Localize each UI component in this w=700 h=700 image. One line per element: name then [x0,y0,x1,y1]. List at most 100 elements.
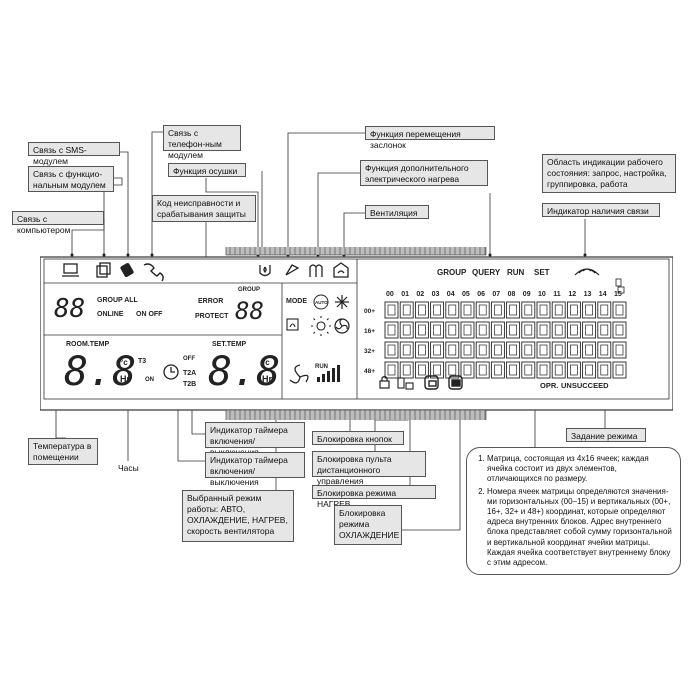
matrix-cell [521,321,536,339]
status-group: GROUP [437,268,467,277]
matrix-row-label: 00+ [364,308,375,315]
callout-ventilation: Вентиляция [365,205,429,219]
status-query: QUERY [472,268,501,277]
callout-modes: Выбранный режим работы: АВТО, ОХЛАЖДЕНИЕ… [182,490,294,542]
matrix-cell [384,301,399,319]
unsucceed-label: UNSUCCEED [561,381,609,390]
fan-speed-bars [317,365,340,382]
bottom-pin-strip [225,409,487,420]
matrix-cell [414,341,429,359]
matrix-cell [582,321,597,339]
matrix-col-label: 10 [538,291,546,298]
matrix-cell [445,301,460,319]
matrix-cell [490,361,505,379]
room-temp-label: ROOM.TEMP [66,341,109,348]
matrix-cell [399,341,414,359]
matrix-cell [566,321,581,339]
matrix-col-label: 01 [401,291,409,298]
matrix-cell [430,321,445,339]
matrix-cell [384,321,399,339]
matrix-cell [445,321,460,339]
callout-status-area: Область индикации рабочего состояния: за… [542,154,676,193]
heater-icon [309,264,323,277]
clock-icon [163,364,179,380]
error-label: ERROR [198,298,223,305]
louver-icon [285,264,300,276]
status-run: RUN [507,268,525,277]
cool-icon [335,295,349,309]
matrix-cell [612,341,627,359]
matrix-cell [414,361,429,379]
room-deg-unit: °c [120,358,128,367]
callout-heat-lock: Блокировка режима НАГРЕВ [312,485,436,509]
matrix-col-label: 14 [599,291,607,298]
fan-speed-icon [289,364,309,384]
callout-room-temp: Температура в помещении [28,438,98,465]
matrix-cell [566,361,581,379]
auto-label: AUTO [315,300,328,305]
matrix-col-label: 15 [614,291,622,298]
matrix-row-label: 48+ [364,368,375,375]
matrix-cell [551,361,566,379]
drying-icon [259,265,271,277]
matrix-col-label: 13 [584,291,592,298]
matrix-cell [612,301,627,319]
matrix-cell [582,361,597,379]
matrix-cell [536,301,551,319]
matrix-cell [597,341,612,359]
callout-clock: Часы [114,461,144,474]
t3-label: T3 [138,358,146,365]
t2b-label: T2B [183,381,196,388]
status-set: SET [534,268,550,277]
matrix-col-label: 00 [386,291,394,298]
matrix-cell [521,301,536,319]
matrix-cell [582,341,597,359]
callout-louver: Функция перемещения заслонок [365,126,495,150]
matrix-cell [490,301,505,319]
matrix-cell [551,341,566,359]
matrix-cell [430,301,445,319]
matrix-cell [597,301,612,319]
top-pin-strip [225,247,487,256]
matrix-cell [384,341,399,359]
set-temp-digits: 8.8 [208,349,280,395]
matrix-cell [490,341,505,359]
matrix-cell [506,341,521,359]
computer-icon [62,263,79,277]
auto-icon [313,294,329,310]
matrix-note: Матрица, состоящая из 4x16 ячеек; каждая… [466,447,681,575]
matrix-cell [475,361,490,379]
matrix-cell [399,361,414,379]
callout-mode-set: Задание режима [566,428,646,442]
callout-fault: Код неисправности и срабатывания защиты [152,195,256,222]
on-off-label: ON OFF [136,311,163,318]
phone-module-icon [143,263,164,282]
matrix-col-label: 05 [462,291,470,298]
functional-module-icon [96,262,111,278]
matrix-cell [399,321,414,339]
matrix-cell [460,361,475,379]
matrix-col-label: 02 [416,291,424,298]
matrix-cell [521,361,536,379]
mode-label: MODE [286,298,307,305]
dry-mode-icon [286,318,299,331]
heat-lock-icon [424,375,439,390]
matrix-cell [612,361,627,379]
matrix-row-label: 16+ [364,328,375,335]
callout-drying: Функция осушки [168,163,246,177]
callout-timer-off: Индикатор таймера включения/выключения [205,452,305,487]
group-label: GROUP [238,287,260,293]
set-temp-label: SET.TEMP [212,341,247,348]
note-item: Матрица, состоящая из 4x16 ячеек; каждая… [487,454,672,485]
matrix-cell [445,341,460,359]
callout-remote-lock: Блокировка пульта дистанционного управле… [312,451,426,486]
matrix-cell [460,301,475,319]
opr-label: OPR. [540,381,558,390]
matrix-cell [551,301,566,319]
lcd-panel: 88 GROUP ALL ONLINE ON OFF ERROR PROTECT… [40,247,673,420]
matrix-cell [430,341,445,359]
comm-digits: 88 [54,294,85,324]
callout-link: Индикатор наличия связи [542,203,660,217]
matrix-cell [384,361,399,379]
matrix-cell [460,341,475,359]
